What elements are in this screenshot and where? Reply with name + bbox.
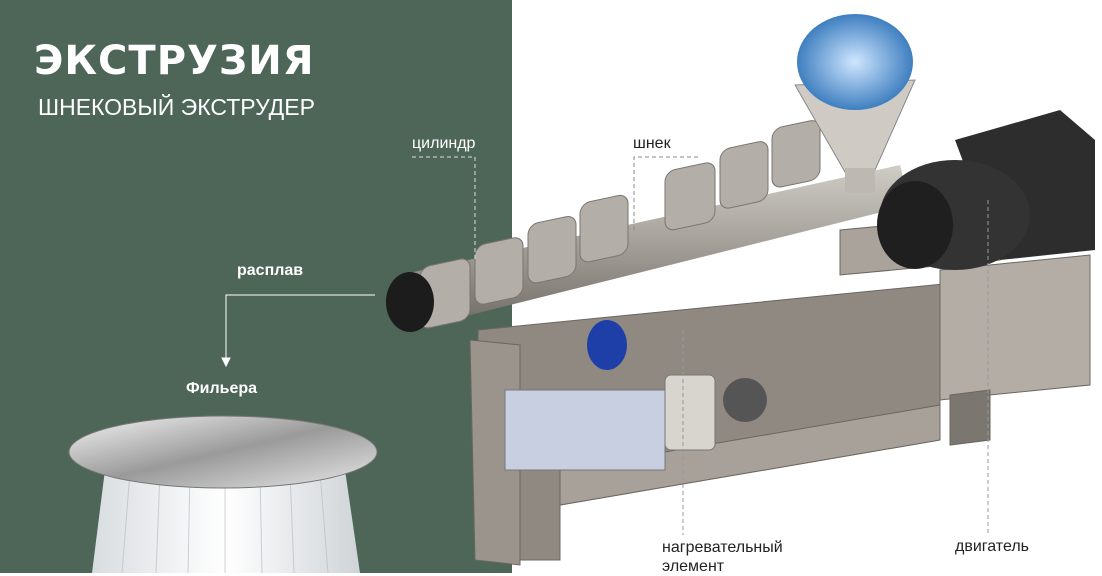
blue-motor <box>587 320 627 370</box>
label-die: Фильера <box>186 380 258 397</box>
small-motor <box>723 378 767 422</box>
label-heater-line2: элемент <box>662 558 725 575</box>
fiber-bundle <box>92 470 360 573</box>
callout-lines <box>412 156 989 535</box>
label-screw: шнек <box>633 135 671 152</box>
heater-cylinder <box>664 374 716 451</box>
label-cylinder: цилиндр <box>412 135 476 152</box>
plastic-pellets <box>797 14 913 110</box>
label-heater: нагревательный элемент <box>662 538 783 576</box>
slide-title: ЭКСТРУЗИЯ <box>34 38 315 84</box>
hydraulic-tank <box>504 389 666 471</box>
die-plate <box>68 415 378 489</box>
label-melt: расплав <box>237 262 304 279</box>
barrel-end-cap <box>386 272 434 332</box>
slide-subtitle: ШНЕКОВЫЙ ЭКСТРУДЕР <box>38 94 315 120</box>
melt-arrow <box>221 294 375 368</box>
label-motor: двигатель <box>955 538 1029 555</box>
barrel <box>386 120 910 332</box>
label-heater-line1: нагревательный <box>662 539 783 556</box>
